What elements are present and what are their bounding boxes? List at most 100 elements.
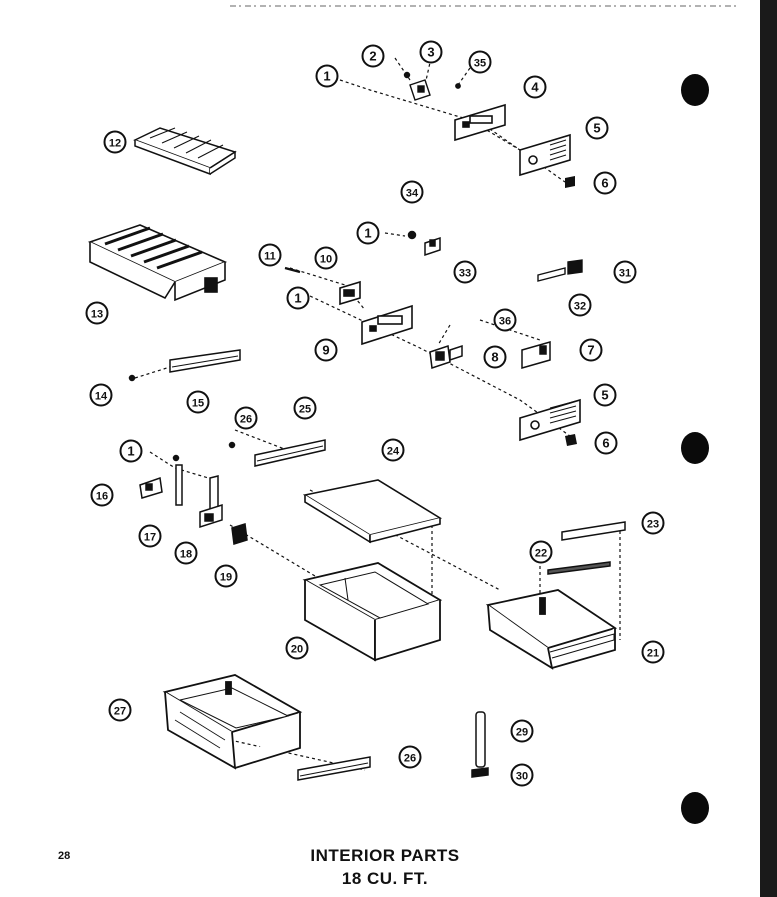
part-24-shelf [302,479,443,544]
callout-circle [594,431,618,455]
callout-label: 20 [291,644,303,656]
callout-36: 36 [493,308,517,332]
callout-21: 21 [641,640,665,664]
callout-circle [483,345,507,369]
callout-label: 29 [516,727,528,739]
callout-label: 34 [406,188,419,200]
callout-circle [641,511,665,535]
callout-circle [398,745,422,769]
callout-label: 1 [364,226,371,241]
callout-31: 31 [613,260,637,284]
callout-circle [314,246,338,270]
callout-label: 11 [264,251,276,263]
callout-label: 21 [647,648,659,660]
callout-circle [258,243,282,267]
callout-17: 17 [138,524,162,548]
callout-label: 9 [322,343,329,358]
callout-label: 32 [574,301,586,313]
page-subtitle: 18 CU. FT. [341,869,429,888]
callout-23: 23 [641,511,665,535]
callout-label: 1 [127,444,134,459]
part-6-knob-top [565,176,575,188]
callout-1: 1 [315,64,339,88]
callout-label: 13 [91,309,103,321]
part-6-knob-bottom [565,434,577,446]
callout-circle [593,383,617,407]
callout-3: 3 [419,40,443,64]
part-8-part [429,344,463,370]
callout-1: 1 [286,286,310,310]
part-29-30-post [471,711,489,778]
part-5-control-panel-bottom [519,398,581,442]
callout-circle [89,383,113,407]
callout-circle [510,763,534,787]
page-title: INTERIOR PARTS [310,846,460,865]
callout-circle [381,438,405,462]
callout-circle [356,221,380,245]
callout-circle [293,396,317,420]
part-34-33-parts [407,230,441,257]
part-27-drawer [162,674,303,770]
part-25-rail [228,439,326,467]
callout-circle [90,483,114,507]
callout-circle [361,44,385,68]
part-16-19-bracket-set [139,454,248,545]
callout-circle [493,308,517,332]
callout-6: 6 [593,171,617,195]
callout-label: 2 [369,49,376,64]
callout-5: 5 [593,383,617,407]
callout-label: 35 [474,58,486,70]
callout-label: 12 [109,138,121,150]
callout-circle [286,286,310,310]
binder-hole [681,432,709,464]
callout-circle [510,719,534,743]
callout-22: 22 [529,540,553,564]
callout-circle [568,293,592,317]
callout-circle [593,171,617,195]
callout-26: 26 [234,406,258,430]
part-3-bracket [403,71,461,101]
callout-circle [174,541,198,565]
callout-29: 29 [510,719,534,743]
callout-label: 24 [387,446,400,458]
callout-circle [585,116,609,140]
callout-9: 9 [314,338,338,362]
callout-1: 1 [356,221,380,245]
callout-circle [214,564,238,588]
part-4-control-housing [454,103,506,142]
page-number: 28 [58,850,71,862]
callout-label: 5 [601,388,608,403]
callout-4: 4 [523,75,547,99]
part-21-drawer [485,589,618,670]
callout-circle [103,130,127,154]
callout-7: 7 [579,338,603,362]
callout-label: 26 [240,414,252,426]
part-7-part [521,341,551,369]
callout-label: 27 [114,706,126,718]
callout-label: 1 [294,291,301,306]
callout-label: 17 [144,532,156,544]
binder-hole [681,74,709,106]
callout-circle [613,260,637,284]
part-5-control-panel-top [519,133,571,177]
callout-label: 25 [299,404,311,416]
part-28-rail [297,756,371,781]
callout-32: 32 [568,293,592,317]
callout-circle [315,64,339,88]
callout-circle [453,260,477,284]
callout-15: 15 [186,390,210,414]
callout-1: 1 [119,439,143,463]
callout-35: 35 [468,50,492,74]
callout-circle [579,338,603,362]
callout-label: 26 [404,753,416,765]
callout-label: 3 [427,45,434,60]
part-10-part [284,266,361,306]
callout-25: 25 [293,396,317,420]
callout-circle [419,40,443,64]
callout-label: 33 [459,268,471,280]
callout-label: 18 [180,549,192,561]
callout-label: 4 [531,80,539,95]
part-31-32-parts [537,259,583,282]
